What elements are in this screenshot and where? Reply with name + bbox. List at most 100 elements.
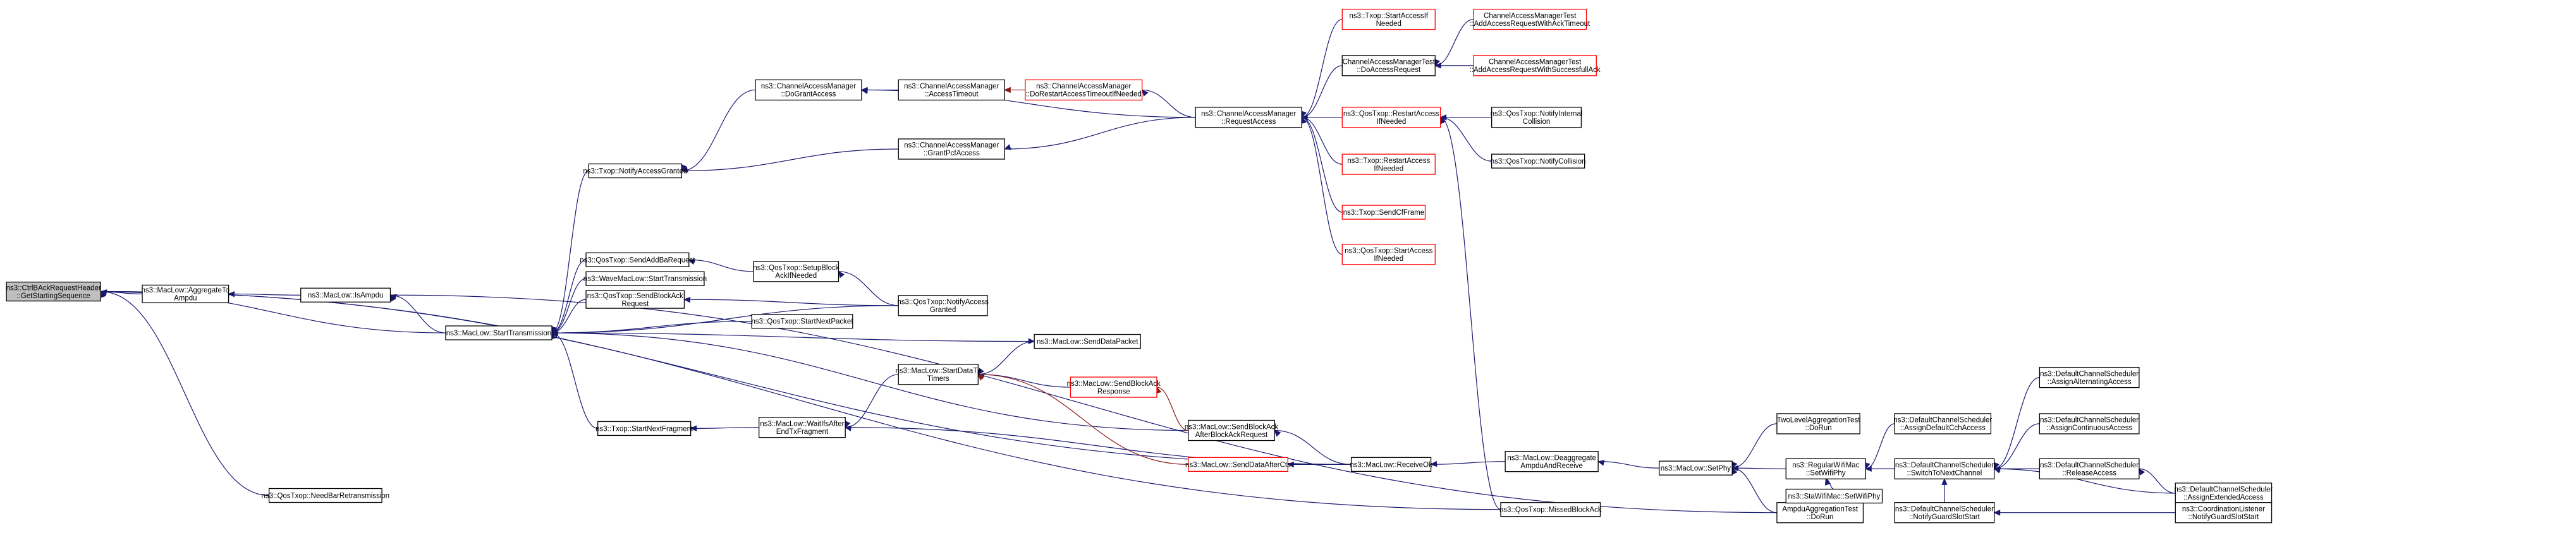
edge-sendDataPacket-to-startDataTxTimers	[977, 340, 1035, 375]
node-camDoRestart[interactable]: ns3::ChannelAccessManager::DoRestartAcce…	[1025, 79, 1143, 101]
edge-startTransmission-to-isAmpdu	[389, 294, 446, 333]
node-label-line: ns3::StaWifiMac::SetWifiPhy	[1788, 493, 1881, 500]
node-coordListener[interactable]: ns3::CoordinationListener::NotifyGuardSl…	[2175, 502, 2273, 524]
node-isAmpdu[interactable]: ns3::MacLow::IsAmpdu	[300, 287, 391, 303]
node-ampduAggTest[interactable]: AmpduAggregationTest::DoRun	[1776, 502, 1864, 524]
node-box	[751, 314, 853, 329]
edge-startNextFragment-to-startTransmission	[550, 332, 598, 429]
edge-sendBlockAckResp-to-startDataTxTimers	[977, 373, 1071, 388]
node-camDoGrant[interactable]: ns3::ChannelAccessManager::DoGrantAccess	[755, 79, 862, 101]
node-label-line: AmpduAndReceive	[1520, 462, 1582, 470]
node-box	[1785, 458, 1866, 479]
node-receiveOk[interactable]: ns3::MacLow::ReceiveOk	[1350, 457, 1432, 472]
node-qosNotifyCollision[interactable]: ns3::QosTxop::NotifyCollision	[1491, 153, 1586, 169]
node-sendCfFrame[interactable]: ns3::Txop::SendCfFrame	[1341, 205, 1426, 220]
node-box	[759, 417, 846, 438]
node-camTestDoAccess[interactable]: ChannelAccessManagerTest::DoAccessReques…	[1341, 55, 1436, 76]
node-dcsAltern[interactable]: ns3::DefaultChannelScheduler::AssignAlte…	[2039, 366, 2140, 388]
node-startTransmission[interactable]: ns3::MacLow::StartTransmission	[445, 325, 552, 340]
node-dcsSwitch[interactable]: ns3::DefaultChannelScheduler::SwitchToNe…	[1894, 458, 1995, 479]
edge-camTestDoAccess-to-camRequestAccess	[1300, 65, 1343, 118]
node-label-line: ns3::ChannelAccessManager	[1036, 83, 1131, 90]
node-label-line: ::SetWifiPhy	[1806, 470, 1846, 477]
node-label-line: IfNeeded	[1377, 118, 1407, 126]
edge-deaggregate-to-receiveOk	[1430, 460, 1506, 467]
edge-camDoRestart-to-camAccessTimeout	[1004, 87, 1025, 93]
node-sendDataPacket[interactable]: ns3::MacLow::SendDataPacket	[1034, 333, 1141, 349]
edge-sendCfFrame-to-camRequestAccess	[1300, 116, 1343, 213]
node-qosNotifyAccessGranted[interactable]: ns3::QosTxop::NotifyAccessGranted	[897, 295, 989, 316]
node-missedBlockAck[interactable]: ns3::QosTxop::MissedBlockAck	[1499, 502, 1602, 517]
node-camAccessTimeout[interactable]: ns3::ChannelAccessManager::AccessTimeout	[898, 79, 1005, 101]
node-waveStart[interactable]: ns3::WaveMacLow::StartTransmission	[583, 271, 707, 286]
node-box	[1195, 107, 1302, 128]
edge-ampduAggTest-to-setPhy	[1731, 467, 1777, 513]
edge-dcsSwitch-to-regularSetPhy	[1865, 465, 1895, 472]
node-dcsContinuous[interactable]: ns3::DefaultChannelScheduler::AssignCont…	[2039, 413, 2140, 435]
edge-sendBlockAckAfter-to-startTransmission	[551, 332, 1188, 431]
node-label-line: ::GetStartingSequence	[17, 292, 90, 300]
node-label-line: ::AddAccessRequestWithSuccessfullAck	[1470, 66, 1601, 74]
node-box	[1894, 413, 1992, 435]
node-box	[1894, 458, 1995, 479]
node-dcsNotifyGuard[interactable]: ns3::DefaultChannelScheduler::NotifyGuar…	[1894, 502, 1995, 524]
edge-receiveOk-to-root	[100, 290, 1352, 465]
node-root[interactable]: ns3::CtrlBAckRequestHeader::GetStartingS…	[6, 281, 101, 302]
node-sendBlockAckAfter[interactable]: ns3::MacLow::SendBlockAckAfterBlockAckRe…	[1185, 419, 1279, 441]
edge-camRequestAccess-to-camGrantPcf	[1004, 117, 1196, 150]
node-regularSetPhy[interactable]: ns3::RegularWifiMac::SetWifiPhy	[1785, 458, 1866, 479]
node-label-line: Request	[621, 300, 649, 308]
node-label-line: ::AssignAlternatingAccess	[2048, 378, 2132, 386]
node-label-line: ns3::Txop::StartNextFragment	[595, 425, 693, 433]
node-box	[1341, 205, 1426, 220]
node-dcsAssignDefault[interactable]: ns3::DefaultChannelScheduler::AssignDefa…	[1893, 413, 1992, 435]
node-setPhy[interactable]: ns3::MacLow::SetPhy	[1659, 460, 1733, 476]
node-dcsExtended[interactable]: ns3::DefaultChannelScheduler::AssignExte…	[2174, 483, 2273, 504]
node-box	[1025, 79, 1143, 101]
node-box	[1341, 55, 1436, 76]
node-camTestSuccess[interactable]: ChannelAccessManagerTest::AddAccessReque…	[1470, 55, 1601, 76]
node-needBar[interactable]: ns3::QosTxop::NeedBarRetransmission	[262, 488, 390, 503]
node-box	[1776, 413, 1860, 435]
node-twoLevelAgg[interactable]: TwoLevelAggregationTest::DoRun	[1776, 413, 1860, 435]
edge-qosStartAccess-to-camRequestAccess	[1299, 116, 1343, 255]
node-notifyAccessGranted[interactable]: ns3::Txop::NotifyAccessGranted	[583, 163, 687, 179]
node-camRequestAccess[interactable]: ns3::ChannelAccessManager::RequestAccess	[1195, 107, 1302, 128]
node-label-line: IfNeeded	[1374, 255, 1403, 263]
node-startNextFragment[interactable]: ns3::Txop::StartNextFragment	[595, 421, 693, 436]
node-box	[2039, 458, 2140, 479]
edge-waveStart-to-startTransmission	[550, 278, 587, 334]
node-box	[142, 284, 229, 304]
edge-twoLevelAgg-to-setPhy	[1731, 423, 1777, 469]
edge-needBar-to-root	[100, 291, 269, 496]
node-box	[898, 138, 1005, 160]
node-label-line: ns3::QosTxop::SetupBlock	[753, 265, 839, 272]
edge-camGrantPcf-to-notifyAccessGranted	[681, 148, 899, 173]
node-camTestTimeout[interactable]: ChannelAccessManagerTest::AddAccessReque…	[1470, 8, 1590, 30]
node-sendAddBa[interactable]: ns3::QosTxop::SendAddBaRequest	[580, 252, 695, 267]
node-staSetPhy[interactable]: ns3::StaWifiMac::SetWifiPhy	[1785, 488, 1883, 504]
edge-camTestTimeout-to-camTestDoAccess	[1434, 18, 1474, 67]
node-camGrantPcf[interactable]: ns3::ChannelAccessManager::GrantPcfAcces…	[898, 138, 1005, 160]
node-box	[898, 295, 988, 316]
node-label-line: ns3::Txop::StartAccessIf	[1349, 12, 1428, 20]
node-startNextPacket[interactable]: ns3::QosTxop::StartNextPacket	[751, 314, 853, 329]
node-dcsRelease[interactable]: ns3::DefaultChannelScheduler::ReleaseAcc…	[2039, 458, 2140, 479]
node-label-line: Granted	[930, 306, 956, 314]
node-box	[2039, 413, 2140, 435]
node-sendDataAfterCts[interactable]: ns3::MacLow::SendDataAfterCts	[1185, 457, 1291, 472]
node-box	[1350, 457, 1432, 472]
